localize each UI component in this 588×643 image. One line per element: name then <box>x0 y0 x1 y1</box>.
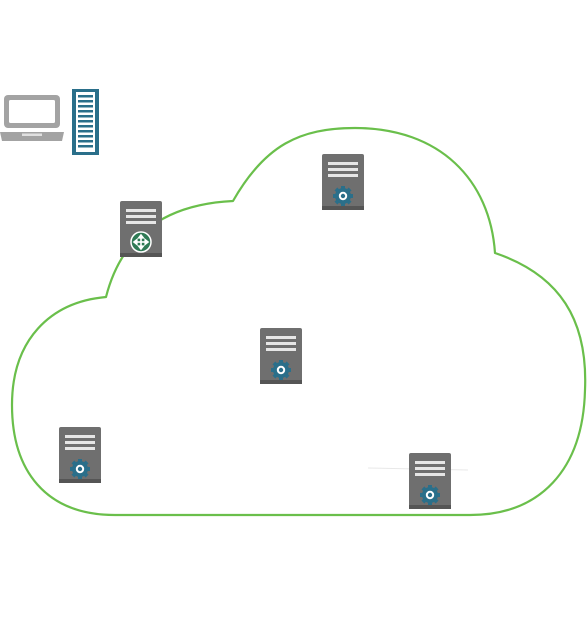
server-gear-icon[interactable] <box>260 328 302 384</box>
cloud-outline <box>10 126 587 517</box>
server-gear-icon[interactable] <box>409 453 451 509</box>
server-gear-icon[interactable] <box>59 427 101 483</box>
server-gear-icon[interactable] <box>322 154 364 210</box>
server-rack-icon[interactable] <box>72 89 99 155</box>
laptop-icon[interactable] <box>0 95 64 141</box>
router-server-icon[interactable] <box>120 201 162 257</box>
